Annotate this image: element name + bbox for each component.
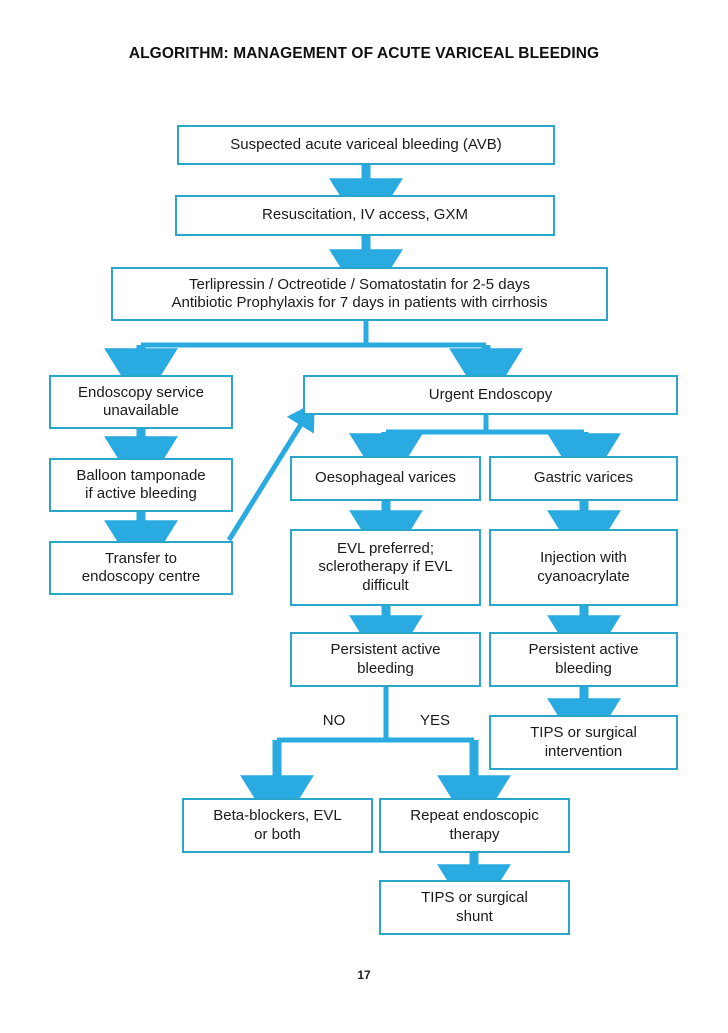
node-evl-preferred-line1: EVL preferred; <box>337 540 434 558</box>
node-oesophageal-varices-label: Oesophageal varices <box>315 469 456 487</box>
node-tips-or-surgical-shunt[interactable]: TIPS or surgical shunt <box>379 880 570 935</box>
node-tips-or-surgical-intervention[interactable]: TIPS or surgical intervention <box>489 715 678 770</box>
node-urgent-endoscopy-label: Urgent Endoscopy <box>428 385 553 403</box>
node-evl-preferred-line3: difficult <box>362 576 409 594</box>
node-transfer-centre-line1: Transfer to <box>105 549 177 567</box>
node-endoscopy-unavailable[interactable]: Endoscopy service unavailable <box>49 375 233 429</box>
node-evl-preferred-line2: sclerotherapy if EVL <box>318 558 453 576</box>
node-evl-preferred[interactable]: EVL preferred; sclerotherapy if EVL diff… <box>290 529 481 606</box>
node-repeat-endoscopic-line2: therapy <box>449 825 500 843</box>
node-beta-blockers-line1: Beta-blockers, EVL <box>213 807 342 825</box>
node-gastric-varices[interactable]: Gastric varices <box>489 456 678 501</box>
page-number: 17 <box>357 968 371 982</box>
node-beta-blockers[interactable]: Beta-blockers, EVL or both <box>182 798 373 853</box>
node-persistent-bleeding-oesophageal-line1: Persistent active <box>330 641 441 659</box>
node-tips-shunt-line1: TIPS or surgical <box>421 889 528 907</box>
node-drug-therapy-line1: Terlipressin / Octreotide / Somatostatin… <box>189 275 530 293</box>
node-resuscitation[interactable]: Resuscitation, IV access, GXM <box>175 195 555 236</box>
node-transfer-centre[interactable]: Transfer to endoscopy centre <box>49 541 233 595</box>
node-oesophageal-varices[interactable]: Oesophageal varices <box>290 456 481 501</box>
node-injection-cyanoacrylate-line2: cyanoacrylate <box>537 567 630 585</box>
node-transfer-centre-line2: endoscopy centre <box>81 568 201 585</box>
node-endoscopy-unavailable-line1: Endoscopy service <box>78 383 204 401</box>
node-balloon-tamponade[interactable]: Balloon tamponade if active bleeding <box>49 458 233 512</box>
node-drug-therapy[interactable]: Terlipressin / Octreotide / Somatostatin… <box>111 267 608 321</box>
node-tips-intervention-line2: intervention <box>544 742 623 760</box>
node-repeat-endoscopic-line1: Repeat endoscopic <box>410 807 539 825</box>
node-tips-shunt-line2: shunt <box>456 907 493 925</box>
node-persistent-bleeding-oesophageal-line2: bleeding <box>357 659 414 677</box>
node-persistent-bleeding-gastric-line1: Persistent active <box>528 641 639 659</box>
node-persistent-bleeding-gastric[interactable]: Persistent active bleeding <box>489 632 678 687</box>
node-suspected-avb[interactable]: Suspected acute variceal bleeding (AVB) <box>177 125 555 165</box>
node-persistent-bleeding-oesophageal[interactable]: Persistent active bleeding <box>290 632 481 687</box>
node-balloon-tamponade-line2: if active bleeding <box>85 485 197 502</box>
edge-label-yes: YES <box>419 712 450 729</box>
node-suspected-avb-label: Suspected acute variceal bleeding (AVB) <box>230 135 502 153</box>
node-drug-therapy-line2: Antibiotic Prophylaxis for 7 days in pat… <box>171 294 548 311</box>
node-repeat-endoscopic-therapy[interactable]: Repeat endoscopic therapy <box>379 798 570 853</box>
node-endoscopy-unavailable-line2: unavailable <box>103 402 179 419</box>
node-balloon-tamponade-line1: Balloon tamponade <box>76 466 206 484</box>
node-gastric-varices-label: Gastric varices <box>533 469 634 487</box>
edge-label-no: NO <box>322 712 346 729</box>
page-title: ALGORITHM: MANAGEMENT OF ACUTE VARICEAL … <box>128 45 600 62</box>
node-persistent-bleeding-gastric-line2: bleeding <box>555 659 612 677</box>
node-injection-cyanoacrylate-line1: Injection with <box>540 549 627 567</box>
node-resuscitation-label: Resuscitation, IV access, GXM <box>262 206 468 224</box>
node-urgent-endoscopy[interactable]: Urgent Endoscopy <box>303 375 678 415</box>
node-beta-blockers-line2: or both <box>254 825 301 843</box>
node-tips-intervention-line1: TIPS or surgical <box>530 724 637 742</box>
node-injection-cyanoacrylate[interactable]: Injection with cyanoacrylate <box>489 529 678 606</box>
